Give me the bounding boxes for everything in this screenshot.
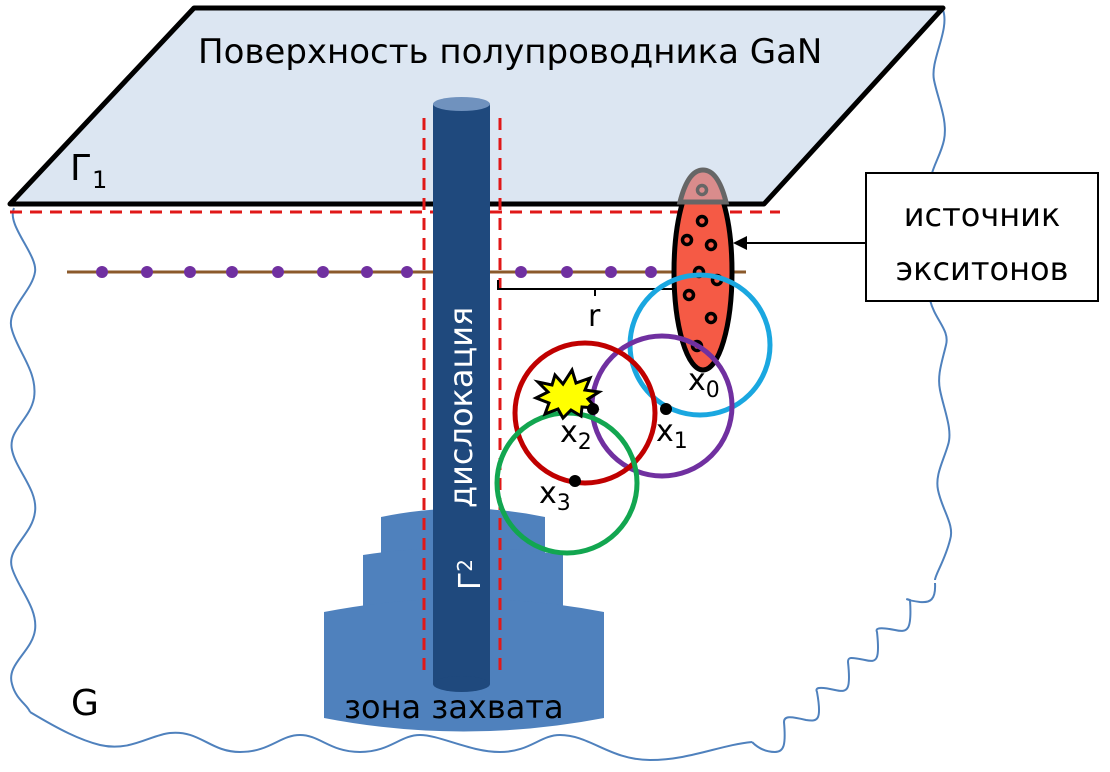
gamma2-symbol: Г bbox=[453, 572, 488, 590]
point-x2-marker bbox=[587, 403, 599, 415]
source-callout-arrowhead bbox=[733, 236, 747, 250]
gamma1-label: Г1 bbox=[70, 148, 107, 194]
chain-dot bbox=[605, 266, 617, 278]
chain-dot bbox=[515, 266, 527, 278]
exciton-particle bbox=[704, 311, 718, 325]
point-x3-label: x3 bbox=[539, 476, 571, 516]
surface-title: Поверхность полупроводника GaN bbox=[198, 32, 822, 72]
capture-zone-label: зона захвата bbox=[344, 688, 564, 726]
chain-dot bbox=[226, 266, 238, 278]
exciton-particle bbox=[682, 288, 696, 302]
left-wavy-edge bbox=[9, 207, 37, 713]
gamma2-subscript: 2 bbox=[453, 559, 477, 572]
point-x0-label: x0 bbox=[688, 363, 720, 403]
dislocation-top-cap bbox=[433, 97, 490, 111]
chain-dot bbox=[272, 266, 284, 278]
dislocation-cylinder bbox=[433, 97, 490, 692]
domain-label: G bbox=[71, 683, 99, 724]
gamma1-symbol: Г bbox=[70, 148, 92, 189]
point-x1-label: x1 bbox=[656, 414, 688, 454]
distance-label: r bbox=[588, 299, 601, 334]
circle-x2 bbox=[512, 340, 658, 486]
exciton-particle bbox=[695, 214, 709, 228]
point-x3-marker bbox=[569, 475, 581, 487]
source-callout-line1: источник bbox=[904, 196, 1061, 234]
domain-boundary bbox=[9, 9, 953, 762]
chain-dot bbox=[184, 266, 196, 278]
source-callout-box bbox=[865, 172, 1099, 302]
chain-dot bbox=[141, 266, 153, 278]
exciton-particle bbox=[704, 238, 718, 252]
exciton-particle bbox=[680, 233, 694, 247]
source-callout-line2: экситонов bbox=[896, 250, 1069, 288]
point-x1-marker bbox=[660, 403, 672, 415]
recombination-burst-icon bbox=[532, 366, 604, 421]
chain-dot bbox=[361, 266, 373, 278]
chain-dot bbox=[561, 266, 573, 278]
exciton-particle bbox=[695, 183, 709, 197]
right-step-edge bbox=[751, 582, 937, 754]
right-wavy-edge bbox=[927, 9, 953, 581]
chain-dot bbox=[317, 266, 329, 278]
dislocation-label: дислокация bbox=[442, 307, 480, 508]
chain-dot bbox=[645, 266, 657, 278]
point-x2-label: x2 bbox=[560, 415, 592, 455]
bottom-wavy-edge bbox=[29, 711, 753, 762]
gamma1-subscript: 1 bbox=[92, 166, 107, 194]
chain-dots bbox=[96, 266, 657, 278]
gamma2-label: Г2 bbox=[453, 559, 488, 590]
chain-dot bbox=[401, 266, 413, 278]
chain-dot bbox=[96, 266, 108, 278]
